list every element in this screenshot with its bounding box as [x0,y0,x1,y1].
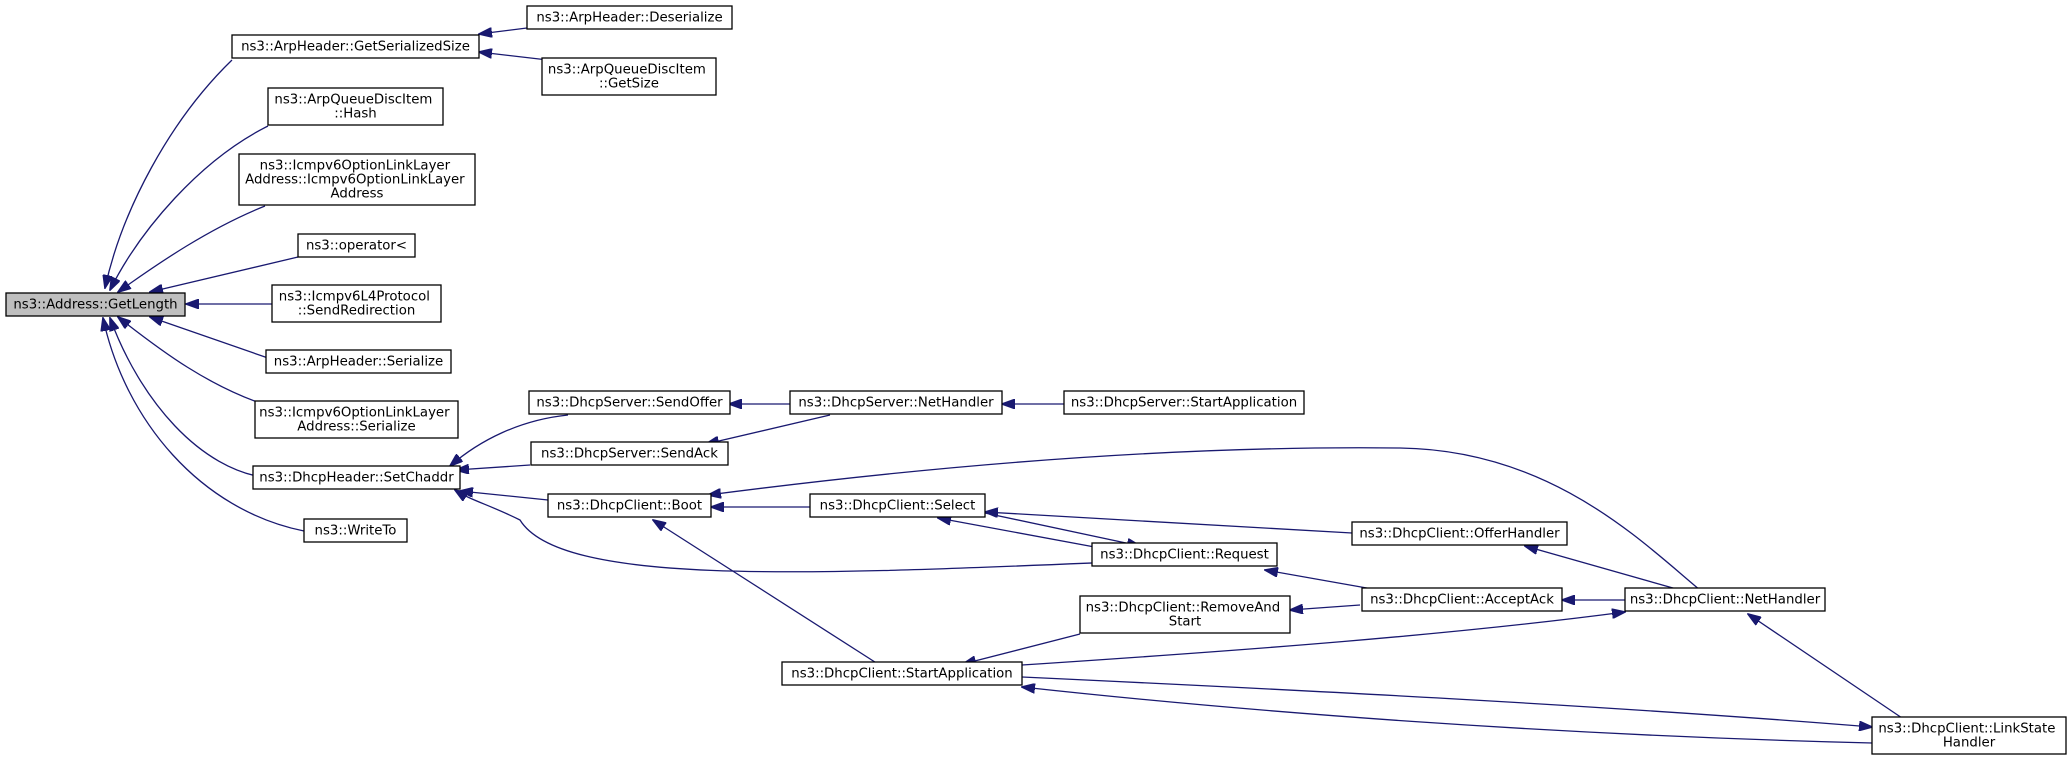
node-sendack[interactable]: ns3::DhcpServer::SendAck [530,441,729,466]
node-sendoffer-label: ns3::DhcpServer::SendOffer [536,395,723,410]
node-client-startapp-label: ns3::DhcpClient::StartApplication [791,666,1012,681]
node-client-nethandler[interactable]: ns3::DhcpClient::NetHandler [1624,587,1826,612]
edge-request-to-setchaddr [455,490,1093,573]
edge-client-nethandler-to-boot [708,447,1701,591]
edge-linkstatehandler-to-client-startapp [1022,687,1873,744]
node-operator-lt[interactable]: ns3::operator< [297,233,416,258]
node-offerhandler-label: ns3::DhcpClient::OfferHandler [1359,526,1560,541]
node-acceptack[interactable]: ns3::DhcpClient::AcceptAck [1361,587,1563,612]
edge-arp-deserialize-to-getserializedsize [479,27,528,34]
node-arpqueue-getsize[interactable]: ns3::ArpQueueDiscItem ::GetSize [541,57,717,96]
node-arpqueue-getsize-label: ns3::ArpQueueDiscItem ::GetSize [548,62,710,91]
node-boot-label: ns3::DhcpClient::Boot [557,498,702,513]
node-request-label: ns3::DhcpClient::Request [1100,547,1269,562]
node-arp-serialize-label: ns3::ArpHeader::Serialize [274,354,443,369]
edge-offerhandler-to-select [985,512,1353,534]
node-operator-lt-label: ns3::operator< [306,238,407,253]
edge-removeandstart-to-client-startapp [963,633,1081,664]
node-icmp-ctor-label: ns3::Icmpv6OptionLinkLayer Address::Icmp… [245,158,469,201]
edge-select-to-request [984,512,1140,546]
node-linkstatehandler[interactable]: ns3::DhcpClient::LinkState Handler [1871,716,2067,755]
node-client-startapp[interactable]: ns3::DhcpClient::StartApplication [781,661,1023,686]
node-getlength[interactable]: ns3::Address::GetLength [5,292,186,317]
node-getserializedsize[interactable]: ns3::ArpHeader::GetSerializedSize [231,34,480,59]
node-offerhandler[interactable]: ns3::DhcpClient::OfferHandler [1351,521,1568,546]
edge-operator-lt-to-getlength [150,256,299,292]
node-server-nethandler[interactable]: ns3::DhcpServer::NetHandler [789,390,1003,415]
node-removeandstart[interactable]: ns3::DhcpClient::RemoveAnd Start [1079,595,1291,634]
node-arp-serialize[interactable]: ns3::ArpHeader::Serialize [265,349,452,374]
node-getlength-label: ns3::Address::GetLength [13,297,177,312]
node-client-nethandler-label: ns3::DhcpClient::NetHandler [1630,592,1821,607]
node-writeto-label: ns3::WriteTo [315,523,397,538]
edge-boot-to-setchaddr [460,491,549,501]
edge-writeto-to-getlength [103,318,305,532]
node-arpqueue-hash[interactable]: ns3::ArpQueueDiscItem ::Hash [267,87,444,126]
edge-sendack-to-setchaddr [456,465,531,470]
node-arp-deserialize[interactable]: ns3::ArpHeader::Deserialize [526,5,733,30]
node-icmp-ctor[interactable]: ns3::Icmpv6OptionLinkLayer Address::Icmp… [238,153,476,206]
edge-acceptack-to-removeandstart [1290,605,1361,610]
edge-client-startapp-to-boot [653,520,879,665]
node-arp-deserialize-label: ns3::ArpHeader::Deserialize [536,10,722,25]
edge-acceptack-to-request [1265,570,1379,591]
node-icmp-serialize-label: ns3::Icmpv6OptionLinkLayer Address::Seri… [259,405,454,434]
node-select[interactable]: ns3::DhcpClient::Select [809,493,986,518]
edge-server-nethandler-to-sendack [706,414,831,444]
node-getserializedsize-label: ns3::ArpHeader::GetSerializedSize [241,39,470,54]
node-server-startapp-label: ns3::DhcpServer::StartApplication [1071,395,1297,410]
edge-icmp-ctor-to-getlength [118,205,266,292]
node-sendoffer[interactable]: ns3::DhcpServer::SendOffer [528,390,731,415]
edge-setchaddr-to-getlength [110,318,269,479]
edge-request-to-select [938,518,1101,549]
node-boot[interactable]: ns3::DhcpClient::Boot [547,493,712,518]
node-removeandstart-label: ns3::DhcpClient::RemoveAnd Start [1086,600,1285,629]
node-setchaddr-label: ns3::DhcpHeader::SetChaddr [259,470,454,485]
edge-client-startapp-to-client-nethandler [1021,612,1625,666]
edge-icmp-serialize-to-getlength [118,317,273,408]
node-writeto[interactable]: ns3::WriteTo [303,518,408,543]
edge-getserializedsize-to-getlength [105,59,233,288]
node-sendack-label: ns3::DhcpServer::SendAck [541,446,718,461]
node-request[interactable]: ns3::DhcpClient::Request [1091,542,1278,567]
edge-client-startapp-to-linkstatehandler [1021,676,1872,727]
edge-client-nethandler-to-offerhandler [1525,546,1681,591]
node-linkstatehandler-label: ns3::DhcpClient::LinkState Handler [1878,721,2059,750]
node-sendredirection[interactable]: ns3::Icmpv6L4Protocol ::SendRedirection [271,284,442,323]
node-acceptack-label: ns3::DhcpClient::AcceptAck [1370,592,1554,607]
edge-arp-serialize-to-getlength [150,317,269,359]
node-server-nethandler-label: ns3::DhcpServer::NetHandler [798,395,994,410]
edge-arpqueue-hash-to-getlength [110,125,269,290]
edge-sendoffer-to-setchaddr [450,414,569,466]
node-arpqueue-hash-label: ns3::ArpQueueDiscItem ::Hash [274,92,436,121]
node-setchaddr[interactable]: ns3::DhcpHeader::SetChaddr [252,465,461,490]
edge-linkstatehandler-to-client-nethandler [1748,614,1906,721]
node-sendredirection-label: ns3::Icmpv6L4Protocol ::SendRedirection [279,289,434,318]
node-select-label: ns3::DhcpClient::Select [820,498,976,513]
node-icmp-serialize[interactable]: ns3::Icmpv6OptionLinkLayer Address::Seri… [254,400,459,439]
node-server-startapp[interactable]: ns3::DhcpServer::StartApplication [1063,390,1305,415]
